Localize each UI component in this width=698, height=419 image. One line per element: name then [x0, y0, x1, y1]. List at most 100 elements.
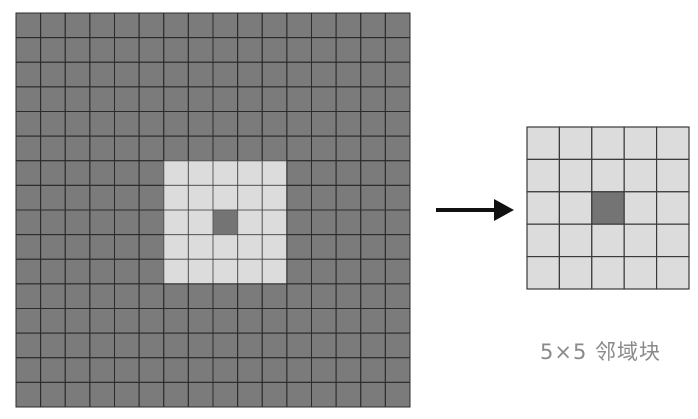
image-pixel	[237, 61, 263, 88]
image-pixel	[40, 234, 66, 260]
image-pixel	[89, 332, 115, 359]
image-pixel	[384, 12, 411, 39]
image-pixel	[15, 61, 42, 88]
image-pixel	[187, 308, 214, 334]
image-pixel	[311, 86, 337, 112]
image-pixel	[335, 308, 362, 334]
image-pixel	[311, 283, 337, 309]
image-pixel	[335, 86, 362, 112]
block-pixel	[558, 223, 593, 258]
image-pixel	[15, 357, 42, 383]
image-pixel	[138, 111, 165, 137]
image-pixel	[138, 160, 165, 186]
image-pixel	[261, 111, 288, 137]
block-pixel	[526, 256, 561, 290]
image-pixel	[384, 283, 411, 309]
image-pixel	[286, 12, 312, 39]
image-pixel	[237, 135, 263, 162]
image-pixel	[286, 283, 312, 309]
image-pixel	[261, 12, 288, 39]
image-pixel	[163, 61, 189, 88]
image-pixel	[40, 381, 66, 408]
neighborhood-pixel	[237, 258, 263, 285]
image-pixel	[311, 357, 337, 383]
image-pixel	[335, 12, 362, 39]
image-pixel	[163, 37, 189, 63]
image-pixel	[286, 135, 312, 162]
image-pixel	[89, 135, 115, 162]
image-pixel	[187, 135, 214, 162]
image-pixel	[311, 160, 337, 186]
image-pixel	[261, 86, 288, 112]
image-pixel	[286, 209, 312, 236]
image-pixel	[163, 357, 189, 383]
image-pixel	[311, 61, 337, 88]
image-pixel	[384, 61, 411, 88]
image-pixel	[360, 184, 386, 211]
image-pixel	[89, 258, 115, 285]
image-pixel	[40, 12, 66, 39]
image-pixel	[187, 86, 214, 112]
image-pixel	[64, 86, 91, 112]
image-pixel	[237, 357, 263, 383]
image-pixel	[40, 86, 66, 112]
image-pixel	[384, 86, 411, 112]
image-pixel	[114, 332, 140, 359]
neighborhood-pixel	[187, 258, 214, 285]
block-pixel	[558, 158, 593, 193]
image-pixel	[212, 135, 239, 162]
image-pixel	[187, 37, 214, 63]
image-pixel	[360, 234, 386, 260]
image-pixel	[335, 234, 362, 260]
image-pixel	[286, 61, 312, 88]
image-pixel	[384, 381, 411, 408]
image-pixel	[360, 258, 386, 285]
image-pixel	[212, 332, 239, 359]
image-pixel	[114, 12, 140, 39]
image-pixel	[40, 283, 66, 309]
block-pixel	[526, 191, 561, 225]
image-pixel	[138, 184, 165, 211]
image-pixel	[15, 283, 42, 309]
image-pixel	[311, 332, 337, 359]
neighborhood-pixel	[261, 160, 288, 186]
image-pixel	[64, 37, 91, 63]
image-pixel	[311, 209, 337, 236]
image-pixel	[89, 234, 115, 260]
image-pixel	[187, 111, 214, 137]
block-pixel	[623, 256, 658, 290]
neighborhood-pixel	[237, 234, 263, 260]
neighborhood-pixel	[163, 258, 189, 285]
image-pixel	[114, 61, 140, 88]
image-pixel	[114, 86, 140, 112]
image-pixel	[114, 37, 140, 63]
block-pixel	[526, 223, 561, 258]
image-pixel	[15, 184, 42, 211]
neighborhood-pixel	[212, 258, 239, 285]
image-pixel	[64, 234, 91, 260]
image-pixel	[311, 234, 337, 260]
arrow-icon	[436, 199, 514, 221]
image-pixel	[384, 308, 411, 334]
block-pixel	[655, 223, 690, 258]
image-pixel	[261, 308, 288, 334]
image-pixel	[286, 308, 312, 334]
image-pixel	[40, 357, 66, 383]
image-pixel	[360, 308, 386, 334]
image-pixel	[237, 332, 263, 359]
image-pixel	[212, 111, 239, 137]
image-pixel	[212, 61, 239, 88]
image-pixel	[114, 283, 140, 309]
image-pixel	[360, 209, 386, 236]
image-pixel	[114, 308, 140, 334]
image-pixel	[64, 308, 91, 334]
image-pixel	[360, 12, 386, 39]
neighborhood-pixel	[212, 234, 239, 260]
image-pixel	[311, 111, 337, 137]
center-pixel	[212, 209, 239, 236]
image-pixel	[360, 111, 386, 137]
image-pixel	[212, 12, 239, 39]
image-pixel	[89, 37, 115, 63]
image-pixel	[138, 61, 165, 88]
neighborhood-pixel	[163, 184, 189, 211]
